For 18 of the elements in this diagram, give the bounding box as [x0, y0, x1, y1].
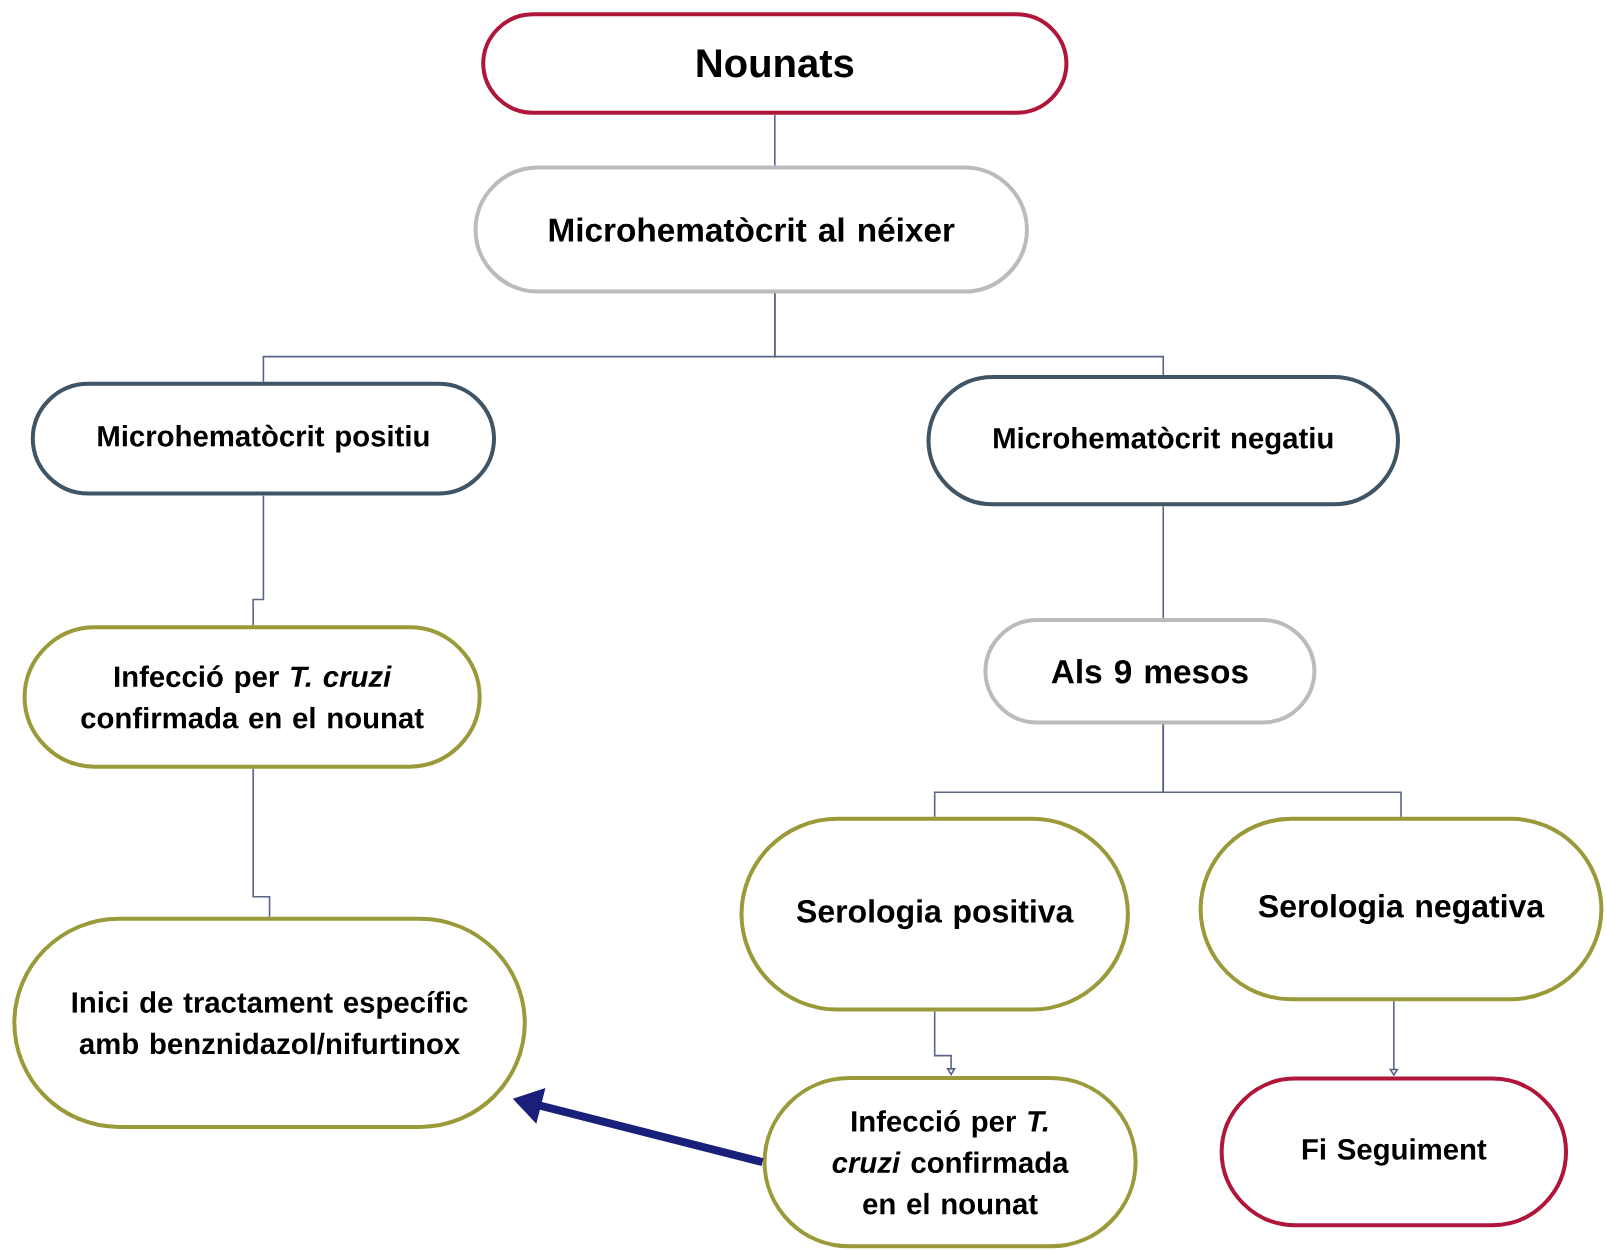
connector	[774, 292, 1165, 376]
rounded-box: Serologia negativa	[1198, 816, 1604, 1002]
rounded-box: Nounats	[481, 12, 1069, 115]
connector	[774, 113, 776, 167]
rounded-box: Fi Seguiment	[1219, 1076, 1569, 1228]
rounded-box: Microhematòcrit positiu	[30, 381, 497, 496]
rounded-box: Microhematòcrit negatiu	[926, 374, 1400, 507]
rounded-box: Infecció per T. cruzi confirmada en el nounat	[22, 625, 482, 769]
rounded-box: Infecció per T. cruzi confirmada en el nounat	[762, 1075, 1138, 1249]
connector	[252, 494, 265, 626]
connector	[933, 1010, 956, 1076]
rounded-box: Serologia positiva	[739, 816, 1130, 1012]
rounded-box: Als 9 mesos	[983, 617, 1317, 725]
rounded-box: Microhematòcrit al néixer	[473, 165, 1029, 294]
rounded-box: Inici de tractament específic amb benznidazol/nifurtinox	[12, 916, 527, 1129]
connector	[252, 767, 271, 918]
connector	[1162, 505, 1165, 619]
connector	[1162, 723, 1402, 818]
